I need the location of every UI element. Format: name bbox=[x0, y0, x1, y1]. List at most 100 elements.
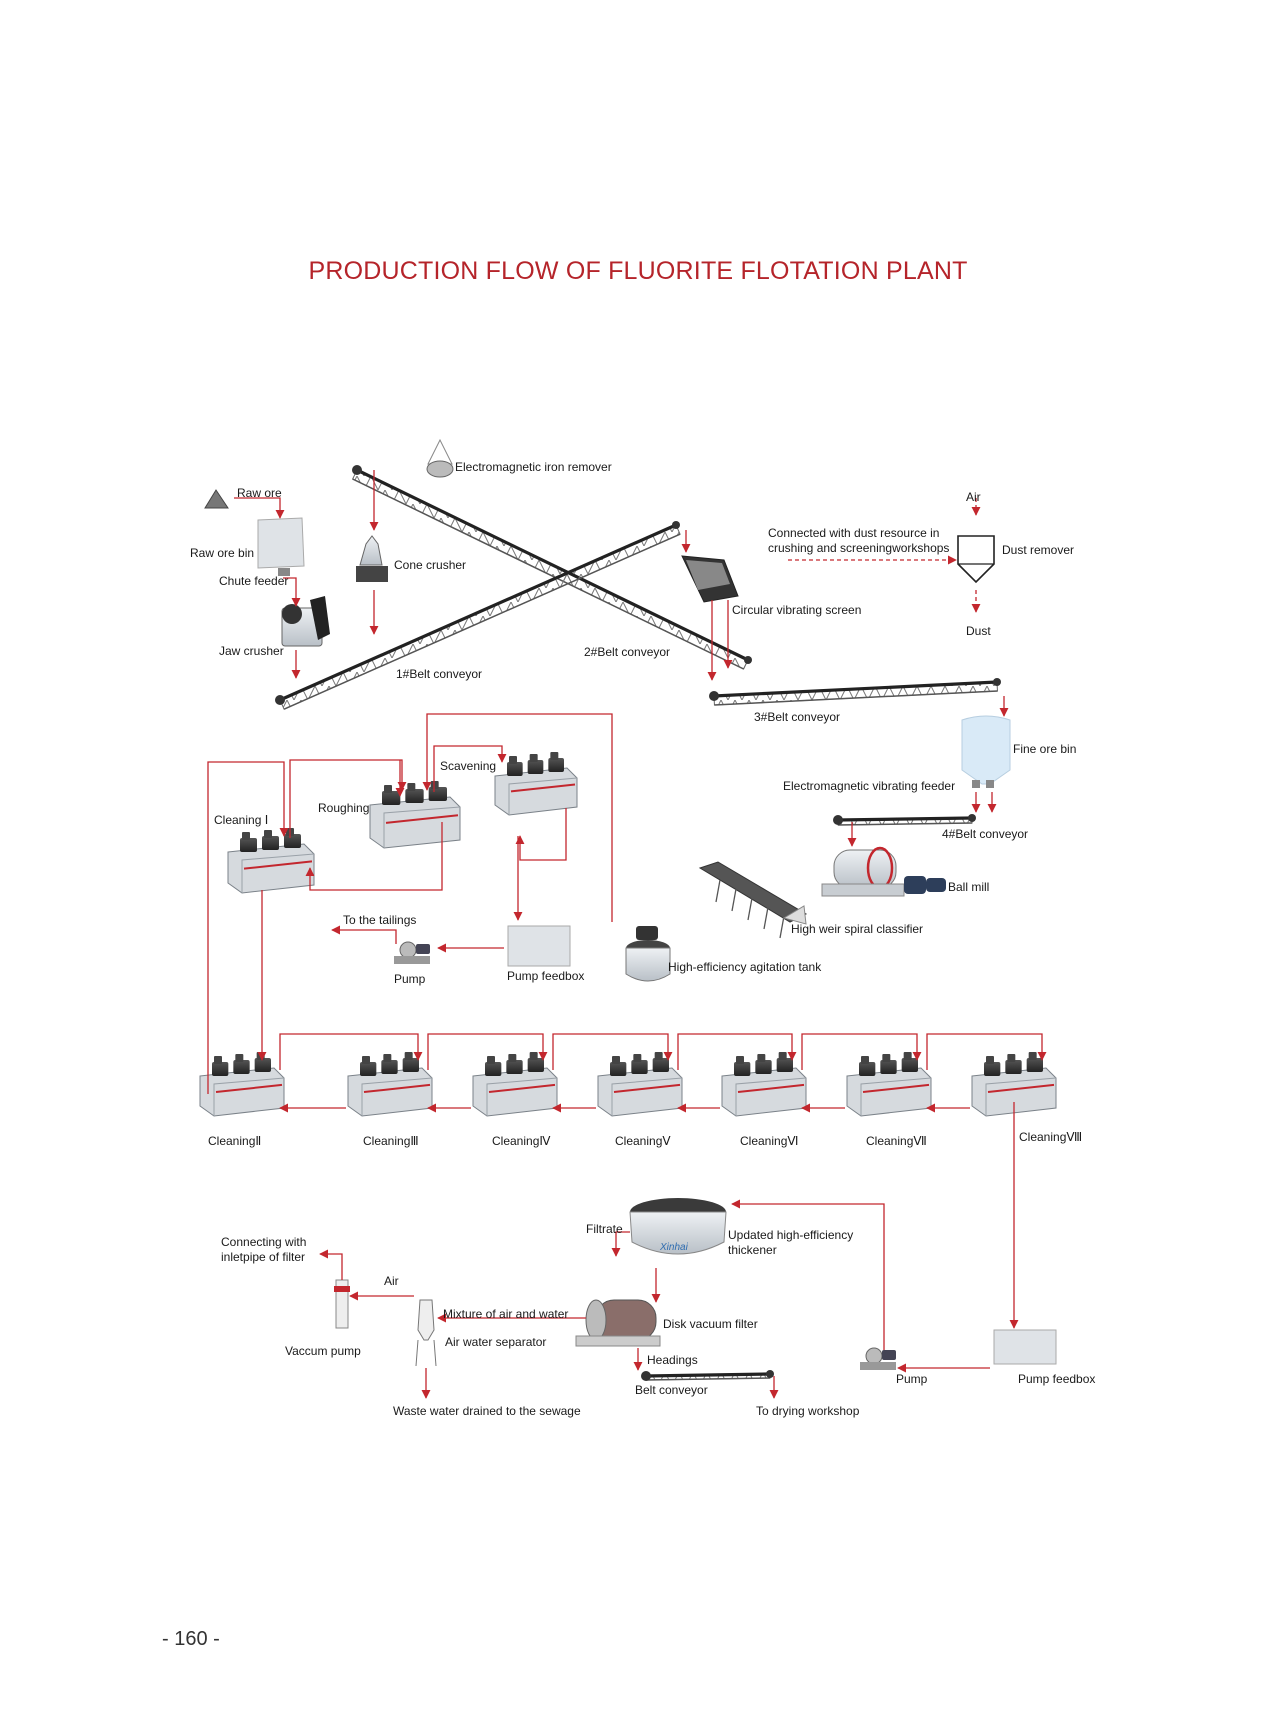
flow-cleaning2-to-cleaning1 bbox=[207, 761, 289, 1094]
label-ball-mill: Ball mill bbox=[948, 880, 990, 894]
label-pump-feedbox-1: Pump feedbox bbox=[507, 969, 585, 983]
pump-feedbox-1 bbox=[507, 925, 571, 967]
belt-conveyor-1-drawing-pulley bbox=[275, 695, 285, 705]
belt-conveyor-4-drawing-pulley bbox=[968, 814, 976, 822]
scavening-cells-motor-cap bbox=[529, 754, 538, 762]
label-belt-conveyor-4: 4#Belt conveyor bbox=[942, 827, 1029, 841]
label-electromagnetic-iron-remover: Electromagnetic iron remover bbox=[455, 460, 612, 474]
label-vaccum-pump: Vaccum pump bbox=[285, 1344, 361, 1358]
cleaning-5-cells-motor-cap bbox=[654, 1052, 663, 1060]
dust-remover bbox=[957, 535, 995, 584]
cleaning-8-cells-edge bbox=[985, 1077, 1057, 1116]
cleaning-7-cells-motor bbox=[880, 1060, 897, 1074]
cleaning-3-cells-motor bbox=[360, 1062, 377, 1076]
cleaning-2-cells-edge bbox=[213, 1077, 285, 1116]
raw-ore-bin bbox=[257, 517, 305, 569]
agitation-tank-body bbox=[625, 947, 671, 982]
label-pump-2: Pump bbox=[896, 1372, 928, 1386]
flow-cleaning1-middling-to-roughing bbox=[289, 759, 407, 838]
cleaning-6-cells-motor bbox=[776, 1058, 793, 1072]
thickener-body bbox=[629, 1211, 727, 1255]
flow-pump-to-tailings bbox=[331, 925, 397, 944]
label-waste-water: Waste water drained to the sewage bbox=[393, 1404, 581, 1418]
flow-roughing-conc-to-cleaning1 bbox=[305, 822, 443, 891]
cleaning-2-cells-motor bbox=[254, 1058, 271, 1072]
cleaning-4-cells-motor-cap bbox=[487, 1056, 495, 1064]
spiral-classifier-leg bbox=[715, 879, 721, 903]
label-mixture: Mixture of air and water bbox=[443, 1307, 569, 1321]
ball-mill-motor bbox=[904, 876, 926, 894]
spiral-classifier-leg bbox=[779, 915, 785, 939]
belt-conveyor-4-drawing-belt bbox=[837, 816, 973, 822]
cleaning-2-cells bbox=[199, 1052, 285, 1117]
flow-filtrate bbox=[611, 1231, 630, 1257]
label-raw-ore: Raw ore bbox=[237, 486, 282, 500]
cleaning-1-cells-motor bbox=[262, 836, 279, 850]
spiral-classifier-leg bbox=[747, 897, 753, 921]
belt-conveyor-3-drawing bbox=[709, 678, 1001, 706]
label-pump-1: Pump bbox=[394, 972, 426, 986]
label-belt-conveyor-1: 1#Belt conveyor bbox=[396, 667, 483, 681]
label-to-the-tailings: To the tailings bbox=[343, 913, 417, 927]
cleaning-6-cells bbox=[721, 1052, 807, 1117]
pump-1-casing bbox=[399, 941, 417, 959]
label-cleaning-1: Cleaning Ⅰ bbox=[214, 813, 269, 827]
air-water-separator bbox=[417, 1299, 435, 1341]
cleaning-5-cells bbox=[597, 1052, 683, 1117]
label-cleaning-5: CleaningⅤ bbox=[615, 1134, 671, 1148]
cleaning-4-cells-motor-cap bbox=[529, 1052, 538, 1060]
label-cone-crusher: Cone crusher bbox=[394, 558, 467, 572]
spiral-classifier-leg bbox=[731, 888, 737, 912]
flow-scavening-return bbox=[515, 808, 567, 861]
iron-remover-hanger bbox=[427, 438, 453, 465]
pump-2-casing bbox=[865, 1347, 883, 1365]
label-agitation-tank: High-efficiency agitation tank bbox=[668, 960, 822, 974]
label-dust: Dust bbox=[966, 624, 991, 638]
label-cleaning-6: CleaningⅥ bbox=[740, 1134, 799, 1148]
label-disk-vacuum-filter: Disk vacuum filter bbox=[663, 1317, 758, 1331]
belt-conveyor-4-drawing-pulley bbox=[833, 815, 843, 825]
cleaning-3-cells-edge bbox=[361, 1077, 433, 1116]
cleaning-3-cells bbox=[347, 1052, 433, 1117]
cleaning-2-cells-motor-cap bbox=[256, 1052, 265, 1060]
label-thickener: Updated high-efficiency thickener bbox=[728, 1228, 854, 1257]
label-belt-conveyor-5: Belt conveyor bbox=[635, 1383, 708, 1397]
label-cleaning-8: CleaningⅧ bbox=[1019, 1130, 1083, 1144]
scavening-cells-edge bbox=[508, 777, 578, 815]
scavening-cells-stripe bbox=[510, 783, 576, 793]
cleaning-4-cells bbox=[472, 1052, 558, 1117]
belt-conveyor-3-drawing-pulley bbox=[709, 691, 719, 701]
cleaning-2-cells-motor-cap bbox=[214, 1056, 222, 1064]
cleaning-3-cells-motor-cap bbox=[383, 1054, 392, 1062]
roughing-cells-motor-cap bbox=[430, 781, 439, 789]
ball-mill-reducer bbox=[926, 878, 946, 892]
vibrating-feeder-left bbox=[972, 780, 980, 788]
scavening-cells-motor-cap bbox=[550, 752, 559, 760]
label-dust-source: Connected with dust resource in crushing… bbox=[768, 526, 950, 555]
belt-conveyor-1-drawing bbox=[275, 521, 681, 710]
label-cleaning-3: CleaningⅢ bbox=[363, 1134, 419, 1148]
label-raw-ore-bin: Raw ore bin bbox=[190, 546, 255, 560]
roughing-cells-motor-cap bbox=[384, 785, 392, 793]
cleaning-8-cells-motor bbox=[984, 1062, 1001, 1076]
cleaning-3-cells-motor-cap bbox=[362, 1056, 370, 1064]
cleaning-7-cells-motor-cap bbox=[903, 1052, 912, 1060]
cleaning-3-cells-motor bbox=[381, 1060, 398, 1074]
roughing-cells-edge bbox=[383, 806, 461, 848]
scavening-cells-motor bbox=[548, 758, 564, 772]
cleaning-5-cells-motor bbox=[631, 1060, 648, 1074]
label-electromagnetic-vibrating-feeder: Electromagnetic vibrating feeder bbox=[783, 779, 956, 793]
label-scavening: Scavening bbox=[440, 759, 497, 773]
flow-agitation-to-roughing bbox=[422, 713, 613, 922]
roughing-cells-motor bbox=[428, 787, 447, 801]
cleaning-4-cells-stripe bbox=[488, 1083, 556, 1094]
belt-conveyor-2-drawing-belt bbox=[356, 468, 749, 662]
raw-ore-pile bbox=[204, 489, 229, 509]
cleaning-7-cells-motor bbox=[859, 1062, 876, 1076]
label-dust-remover: Dust remover bbox=[1002, 543, 1075, 557]
scavening-cells-motor bbox=[527, 760, 544, 774]
cleaning-6-cells-motor-cap bbox=[736, 1056, 744, 1064]
cleaning-4-cells-motor bbox=[485, 1062, 502, 1076]
